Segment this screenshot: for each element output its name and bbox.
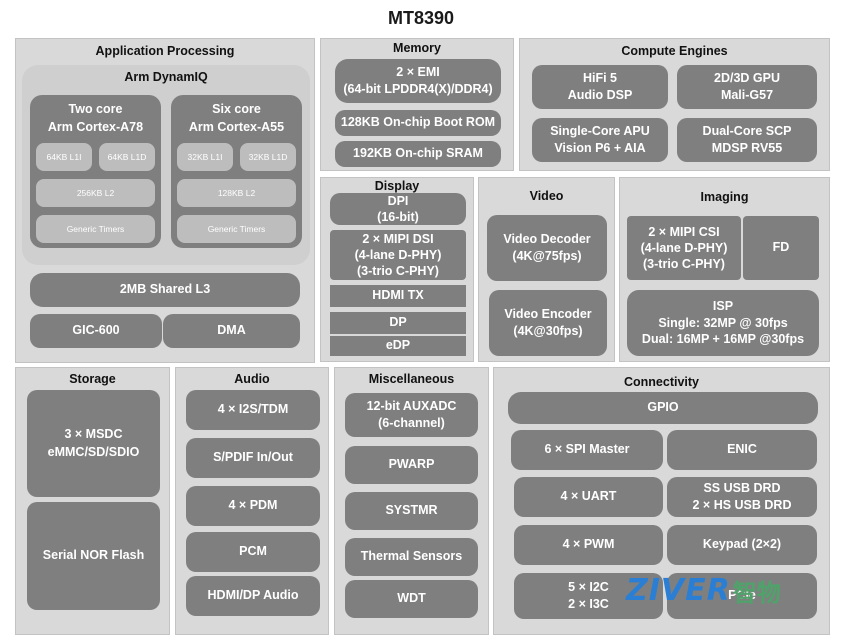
- diagram-title: MT8390: [387, 8, 455, 28]
- mipi-csi-block: 2 × MIPI CSI (4-lane D-PHY) (3-trio C-PH…: [627, 216, 741, 280]
- compute-engines-panel: Compute Engines HiFi 5 Audio DSP 2D/3D G…: [519, 38, 830, 171]
- hifi5-dsp-block: HiFi 5 Audio DSP: [532, 65, 668, 109]
- a55-l1d-cache: 32KB L1D: [240, 143, 296, 171]
- connectivity-title: Connectivity: [623, 375, 699, 389]
- miscellaneous-panel: Miscellaneous 12-bit AUXADC (6-channel) …: [334, 367, 489, 635]
- dpi-block: DPI (16-bit): [330, 193, 466, 225]
- wdt-block: WDT: [345, 580, 478, 618]
- audio-panel: Audio 4 × I2S/TDM S/PDIF In/Out 4 × PDM …: [175, 367, 329, 635]
- video-decoder-block: Video Decoder (4K@75fps): [487, 215, 607, 281]
- hdmi-tx-block: HDMI TX: [330, 285, 466, 307]
- gpio-block: GPIO: [508, 392, 818, 424]
- imaging-title: Imaging: [700, 190, 749, 204]
- pcm-block: PCM: [186, 532, 320, 572]
- i2c-i3c-block: 5 × I2C 2 × I3C: [514, 573, 663, 619]
- emi-block: 2 × EMI (64-bit LPDDR4(X)/DDR4): [335, 59, 501, 103]
- systmr-block: SYSTMR: [345, 492, 478, 530]
- dma-block: DMA: [163, 314, 300, 348]
- arm-dynamiq-title: Arm DynamIQ: [124, 70, 208, 84]
- apu-block: Single-Core APU Vision P6 + AIA: [532, 118, 668, 162]
- cortex-a55-cluster: Six core Arm Cortex-A55 32KB L1I 32KB L1…: [171, 95, 302, 248]
- usb-drd-block: SS USB DRD 2 × HS USB DRD: [667, 477, 817, 517]
- imaging-panel: Imaging 2 × MIPI CSI (4-lane D-PHY) (3-t…: [619, 177, 830, 362]
- edp-block: eDP: [330, 336, 466, 356]
- application-processing-title: Application Processing: [95, 44, 235, 58]
- pcie-block: PCIe: [667, 573, 817, 619]
- cortex-a55-label: Six core Arm Cortex-A55: [188, 102, 285, 134]
- thermal-sensors-block: Thermal Sensors: [345, 538, 478, 576]
- display-title: Display: [374, 179, 420, 193]
- scp-block: Dual-Core SCP MDSP RV55: [677, 118, 817, 162]
- mipi-dsi-block: 2 × MIPI DSI (4-lane D-PHY) (3-trio C-PH…: [330, 230, 466, 280]
- a78-generic-timers: Generic Timers: [36, 215, 155, 243]
- spdif-block: S/PDIF In/Out: [186, 438, 320, 478]
- watermark-brand-cn: 智物: [732, 578, 781, 607]
- msdc-block: 3 × MSDC eMMC/SD/SDIO: [27, 390, 160, 497]
- memory-panel: Memory 2 × EMI (64-bit LPDDR4(X)/DDR4) 1…: [320, 38, 514, 171]
- cortex-a78-cluster: Two core Arm Cortex-A78 64KB L1I 64KB L1…: [30, 95, 161, 248]
- storage-title: Storage: [69, 372, 116, 386]
- cortex-a78-label: Two core Arm Cortex-A78: [47, 102, 144, 134]
- keypad-block: Keypad (2×2): [667, 525, 817, 565]
- ziver-watermark: ZIVER 智物: [626, 570, 796, 610]
- video-panel: Video Video Decoder (4K@75fps) Video Enc…: [478, 177, 615, 362]
- watermark-brand: ZIVER: [626, 572, 731, 608]
- auxadc-block: 12-bit AUXADC (6-channel): [345, 393, 478, 437]
- isp-block: ISP Single: 32MP @ 30fps Dual: 16MP + 16…: [627, 290, 819, 356]
- i2s-tdm-block: 4 × I2S/TDM: [186, 390, 320, 430]
- a55-l1i-cache: 32KB L1I: [177, 143, 233, 171]
- application-processing-panel: Application Processing Arm DynamIQ Two c…: [15, 38, 315, 363]
- pdm-block: 4 × PDM: [186, 486, 320, 526]
- a78-l1d-cache: 64KB L1D: [99, 143, 155, 171]
- spi-master-block: 6 × SPI Master: [511, 430, 663, 470]
- sram-block: 192KB On-chip SRAM: [335, 141, 501, 167]
- enic-block: ENIC: [667, 430, 817, 470]
- dp-block: DP: [330, 312, 466, 334]
- shared-l3-cache: 2MB Shared L3: [30, 273, 300, 307]
- arm-dynamiq-group: Arm DynamIQ Two core Arm Cortex-A78 64KB…: [22, 65, 310, 265]
- uart-block: 4 × UART: [514, 477, 663, 517]
- boot-rom-block: 128KB On-chip Boot ROM: [335, 110, 501, 136]
- memory-title: Memory: [393, 41, 441, 55]
- video-title: Video: [529, 189, 564, 203]
- display-panel: Display DPI (16-bit) 2 × MIPI DSI (4-lan…: [320, 177, 474, 362]
- storage-panel: Storage 3 × MSDC eMMC/SD/SDIO Serial NOR…: [15, 367, 170, 635]
- a78-l2-cache: 256KB L2: [36, 179, 155, 207]
- pwm-block: 4 × PWM: [514, 525, 663, 565]
- a78-l1i-cache: 64KB L1I: [36, 143, 92, 171]
- miscellaneous-title: Miscellaneous: [368, 372, 455, 386]
- hdmi-dp-audio-block: HDMI/DP Audio: [186, 576, 320, 616]
- video-encoder-block: Video Encoder (4K@30fps): [489, 290, 607, 356]
- serial-nor-flash-block: Serial NOR Flash: [27, 502, 160, 610]
- fd-block: FD: [743, 216, 819, 280]
- a55-l2-cache: 128KB L2: [177, 179, 296, 207]
- a55-generic-timers: Generic Timers: [177, 215, 296, 243]
- gic-600-block: GIC-600: [30, 314, 162, 348]
- mali-gpu-block: 2D/3D GPU Mali-G57: [677, 65, 817, 109]
- compute-engines-title: Compute Engines: [621, 44, 728, 58]
- connectivity-panel: Connectivity GPIO 6 × SPI Master ENIC 4 …: [493, 367, 830, 635]
- audio-title: Audio: [234, 372, 270, 386]
- pwarp-block: PWARP: [345, 446, 478, 484]
